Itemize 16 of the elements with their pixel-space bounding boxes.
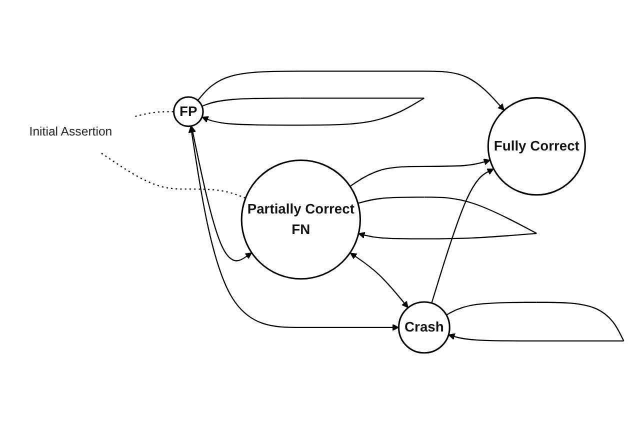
arrow — [446, 302, 624, 342]
arrow — [189, 126, 252, 262]
node-circle: Partially Correct FN — [240, 159, 361, 280]
arrow — [350, 252, 408, 308]
connector — [135, 111, 174, 117]
node-circle: FP — [173, 96, 204, 128]
arrow — [350, 158, 490, 187]
arrow — [188, 126, 400, 331]
node-circle: Crash — [398, 301, 450, 354]
node-text: Initial Assertion — [29, 126, 112, 139]
node-circle: Fully Correct — [487, 97, 586, 196]
arrow — [202, 98, 424, 126]
arrow — [431, 168, 494, 304]
arrow — [197, 70, 504, 111]
arrow — [358, 196, 537, 240]
connector — [101, 152, 246, 199]
